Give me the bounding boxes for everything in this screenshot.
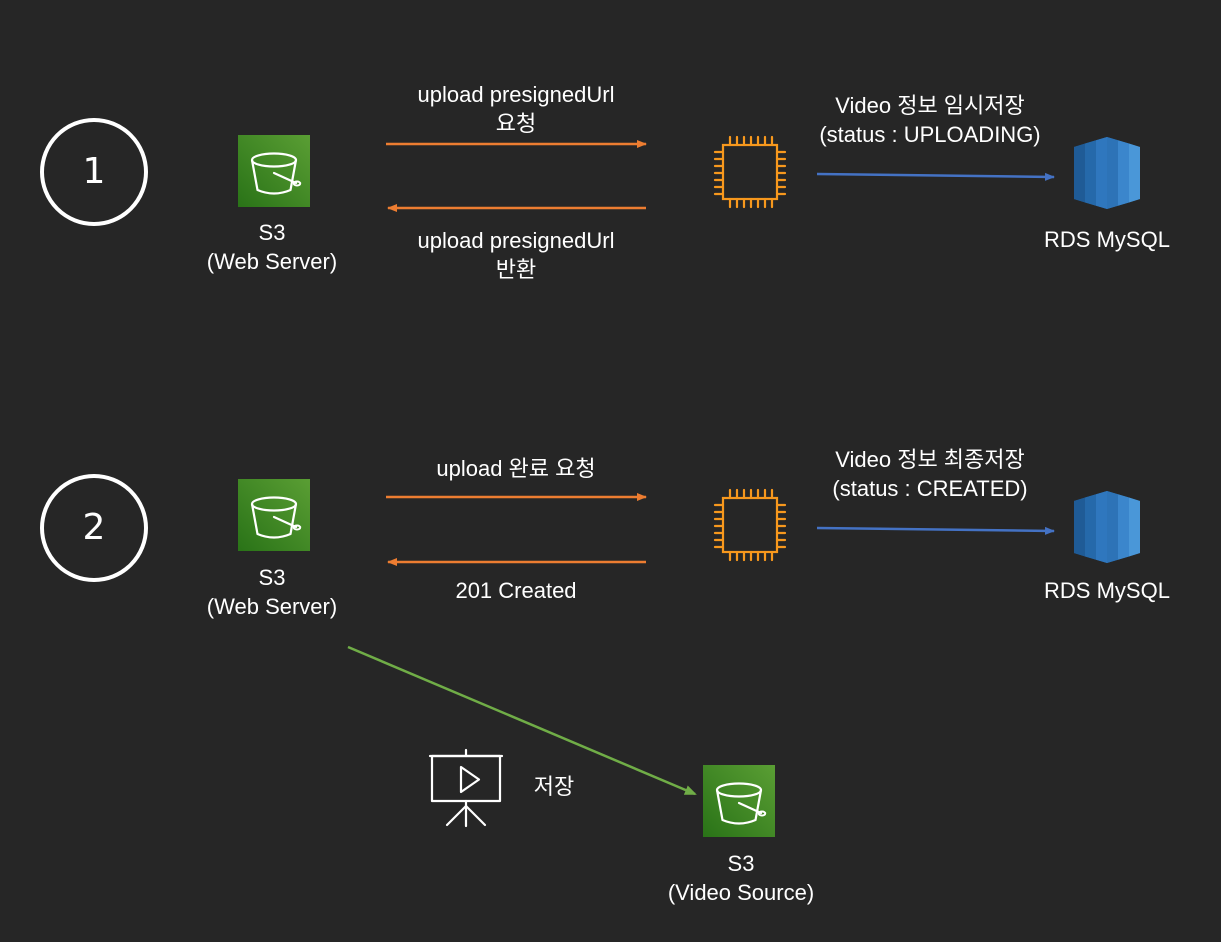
response-label-line-1: upload presignedUrl — [417, 228, 615, 253]
step-2-request-label: upload 완료 요청 — [436, 456, 596, 481]
video-presentation-icon — [428, 748, 504, 828]
step-1-response-label: upload presignedUrl 반환 — [366, 226, 666, 284]
s3-label-line-1: S3 — [258, 565, 286, 590]
s3-label-line-2: (Web Server) — [206, 594, 338, 619]
s3-label-line-1: S3 — [258, 220, 286, 245]
s3-web-server-label-1: S3 (Web Server) — [172, 218, 372, 276]
request-label-line-1: upload presignedUrl — [417, 82, 615, 107]
db-label-line-1: Video 정보 임시저장 — [835, 93, 1025, 118]
step-1-request-label: upload presignedUrl 요청 — [366, 80, 666, 138]
rds-mysql-label-1: RDS MySQL — [1044, 227, 1170, 252]
step-2-circle — [40, 474, 148, 582]
s3-bucket-icon — [236, 477, 312, 553]
step-2-response-label: 201 Created — [455, 578, 577, 603]
s3-web-server-label-2: S3 (Web Server) — [172, 563, 372, 621]
response-label-line-2: 반환 — [495, 257, 537, 282]
s3-bucket-icon — [701, 763, 777, 839]
s3-video-label-line-1: S3 — [727, 851, 755, 876]
db-label-line-2: (status : UPLOADING) — [819, 122, 1041, 147]
request-label-line-2: 요청 — [495, 111, 537, 136]
ec2-chip-icon — [713, 135, 787, 209]
rds-mysql-label-2: RDS MySQL — [1044, 578, 1170, 603]
db-label-line-1: Video 정보 최종저장 — [835, 447, 1025, 472]
s3-bucket-icon — [236, 133, 312, 209]
step-2-number: 2 — [82, 507, 106, 548]
rds-database-icon — [1074, 137, 1140, 209]
rds-database-icon — [1074, 491, 1140, 563]
store-arrow — [347, 645, 697, 796]
store-label: 저장 — [533, 774, 575, 799]
db-label-line-2: (status : CREATED) — [832, 476, 1028, 501]
step-1-circle — [40, 118, 148, 226]
step-1-db-label: Video 정보 임시저장 (status : UPLOADING) — [780, 91, 1080, 149]
step-1-db-arrow — [816, 172, 1055, 181]
s3-label-line-2: (Web Server) — [206, 249, 338, 274]
step-1-number: 1 — [82, 151, 106, 192]
step-2-db-label: Video 정보 최종저장 (status : CREATED) — [780, 445, 1080, 503]
ec2-chip-icon — [713, 488, 787, 562]
step-2-db-arrow — [816, 526, 1055, 535]
s3-video-source-label: S3 (Video Source) — [631, 849, 851, 907]
s3-video-label-line-2: (Video Source) — [667, 880, 815, 905]
